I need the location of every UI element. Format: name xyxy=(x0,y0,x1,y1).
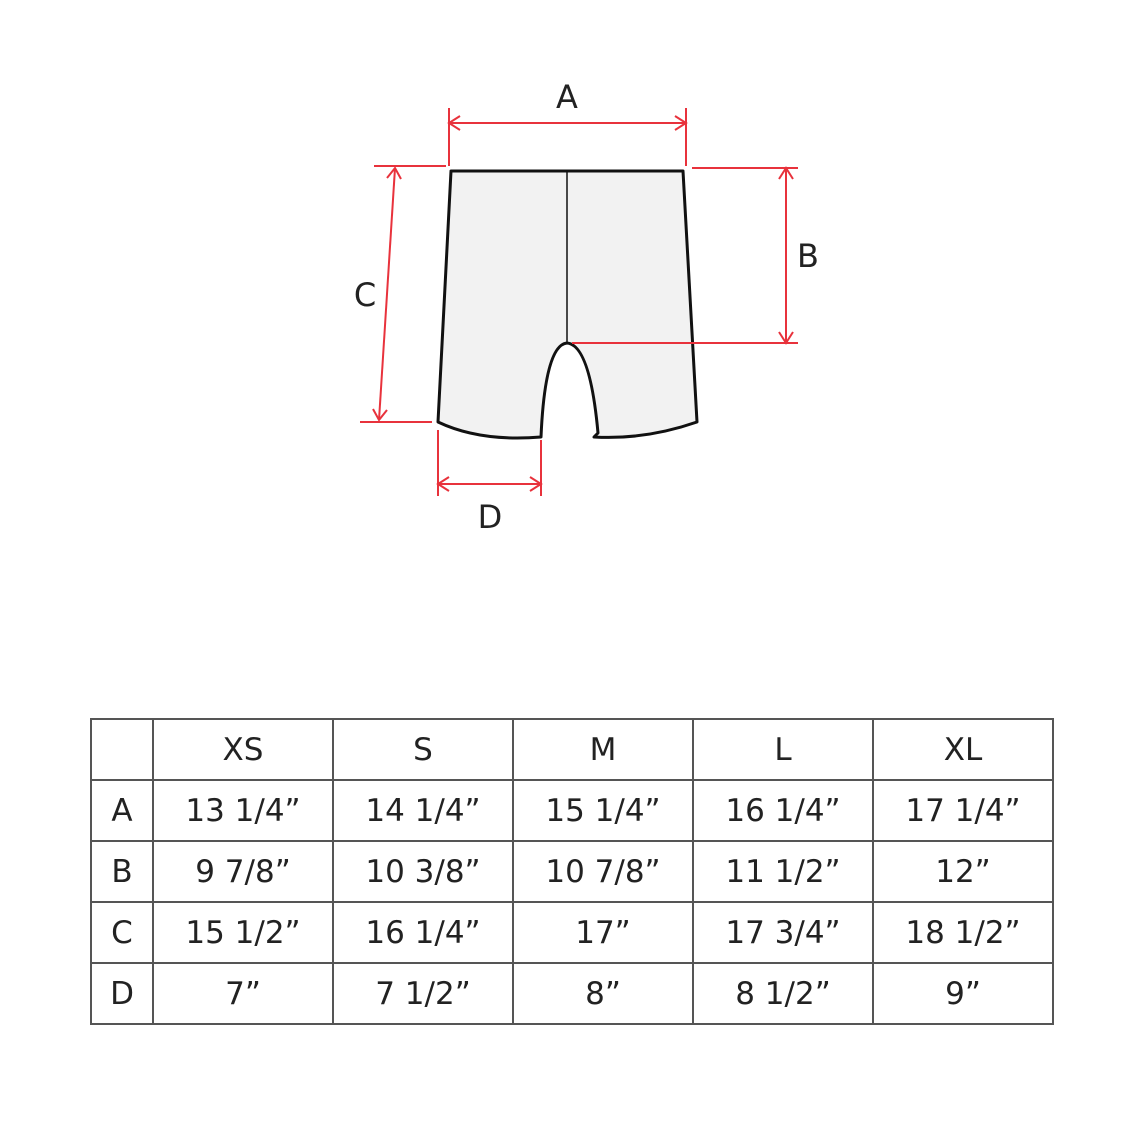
header-size-m: M xyxy=(512,718,694,781)
measure-a xyxy=(447,108,688,166)
header-size-l: L xyxy=(692,718,874,781)
table-row-b: B 9 7/8” 10 3/8” 10 7/8” 11 1/2” 12” xyxy=(90,840,1054,903)
table-cell: 10 3/8” xyxy=(332,840,514,903)
table-cell: 17 1/4” xyxy=(872,779,1054,842)
table-row-d: D 7” 7 1/2” 8” 8 1/2” 9” xyxy=(90,962,1054,1025)
table-cell: 9 7/8” xyxy=(152,840,334,903)
shorts-measurement-diagram: A B C D xyxy=(354,78,819,536)
table-cell: 11 1/2” xyxy=(692,840,874,903)
label-a: A xyxy=(556,78,578,116)
table-cell: 7 1/2” xyxy=(332,962,514,1025)
table-row-c: C 15 1/2” 16 1/4” 17” 17 3/4” 18 1/2” xyxy=(90,901,1054,964)
table-cell: 17 3/4” xyxy=(692,901,874,964)
table-cell: 17” xyxy=(512,901,694,964)
label-d: D xyxy=(478,498,503,536)
table-cell: 15 1/2” xyxy=(152,901,334,964)
row-label: B xyxy=(90,840,154,903)
row-label: A xyxy=(90,779,154,842)
table-cell: 12” xyxy=(872,840,1054,903)
table-cell: 10 7/8” xyxy=(512,840,694,903)
table-cell: 8 1/2” xyxy=(692,962,874,1025)
label-b: B xyxy=(797,237,819,275)
table-cell: 13 1/4” xyxy=(152,779,334,842)
table-cell: 7” xyxy=(152,962,334,1025)
table-cell: 15 1/4” xyxy=(512,779,694,842)
header-size-xl: XL xyxy=(872,718,1054,781)
measure-d xyxy=(436,430,543,496)
measure-c xyxy=(360,165,446,423)
table-cell: 14 1/4” xyxy=(332,779,514,842)
header-size-s: S xyxy=(332,718,514,781)
measure-b xyxy=(572,166,798,345)
header-size-xs: XS xyxy=(152,718,334,781)
table-cell: 16 1/4” xyxy=(692,779,874,842)
table-cell: 16 1/4” xyxy=(332,901,514,964)
table-header-row: XS S M L XL xyxy=(90,718,1054,781)
size-chart-table: XS S M L XL A 13 1/4” 14 1/4” 15 1/4” 16… xyxy=(90,718,1054,1025)
shorts-illustration xyxy=(436,169,699,440)
row-label: D xyxy=(90,962,154,1025)
row-label: C xyxy=(90,901,154,964)
table-cell: 9” xyxy=(872,962,1054,1025)
table-row-a: A 13 1/4” 14 1/4” 15 1/4” 16 1/4” 17 1/4… xyxy=(90,779,1054,842)
header-corner-cell xyxy=(90,718,154,781)
table-cell: 8” xyxy=(512,962,694,1025)
table-cell: 18 1/2” xyxy=(872,901,1054,964)
label-c: C xyxy=(354,276,376,314)
